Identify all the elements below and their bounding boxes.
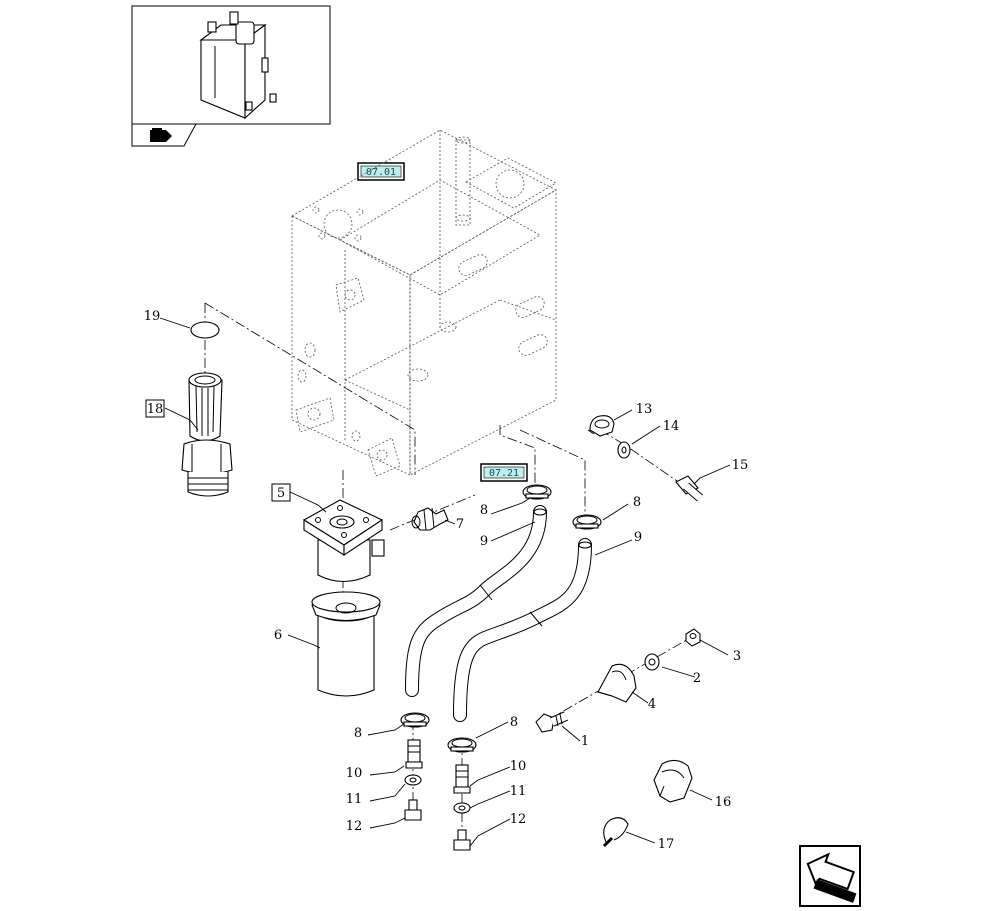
label-17[interactable]: 17 xyxy=(658,837,675,852)
previous-page-arrow-icon xyxy=(806,852,857,903)
part-11-washer-right[interactable] xyxy=(453,802,471,814)
part-8-clamp-lower-right[interactable] xyxy=(447,737,477,753)
label-8-lower-right[interactable]: 8 xyxy=(510,715,518,730)
part-14-washer[interactable] xyxy=(617,441,631,459)
assembly-center-lines xyxy=(204,302,696,835)
part-15-bolt[interactable] xyxy=(675,475,703,502)
label-11-right[interactable]: 11 xyxy=(510,784,527,799)
part-5-filter-head[interactable] xyxy=(302,499,385,583)
label-4[interactable]: 4 xyxy=(648,697,656,712)
part-12-plug-right[interactable] xyxy=(453,829,471,851)
ref-tag-top[interactable]: 07.01 xyxy=(357,162,405,181)
part-4-clamp-bracket[interactable] xyxy=(597,663,637,703)
label-box-5 xyxy=(271,483,291,502)
part-11-washer-left[interactable] xyxy=(404,774,422,786)
part-10-fitting-right[interactable] xyxy=(453,764,471,794)
label-12-left[interactable]: 12 xyxy=(346,819,363,834)
label-9-left[interactable]: 9 xyxy=(480,534,488,549)
book-arrow-icon xyxy=(150,128,172,142)
thumbnail-panel[interactable] xyxy=(131,5,331,125)
label-7[interactable]: 7 xyxy=(456,517,464,532)
part-8-clamp-upper-right[interactable] xyxy=(572,514,602,530)
leader-lines xyxy=(159,317,731,847)
part-8-clamp-lower-left[interactable] xyxy=(400,712,430,728)
label-13[interactable]: 13 xyxy=(636,402,653,417)
label-8-lower-left[interactable]: 8 xyxy=(354,726,362,741)
label-15[interactable]: 15 xyxy=(732,458,749,473)
part-1-bolt[interactable] xyxy=(535,711,568,733)
part-18-filter[interactable] xyxy=(181,372,233,497)
ref-tag-middle-text: 07.21 xyxy=(489,468,519,479)
part-9-hose-right[interactable] xyxy=(453,538,592,722)
label-box-18 xyxy=(145,399,165,418)
part-16-clamp[interactable] xyxy=(653,759,693,803)
part-7-hose-fitting[interactable] xyxy=(411,507,449,531)
label-16[interactable]: 16 xyxy=(715,795,732,810)
label-6[interactable]: 6 xyxy=(274,628,282,643)
part-8-clamp-upper-left[interactable] xyxy=(522,484,552,500)
label-10-right[interactable]: 10 xyxy=(510,759,527,774)
label-19[interactable]: 19 xyxy=(144,309,161,324)
part-6-filter-bowl[interactable] xyxy=(311,591,381,697)
previous-page-button[interactable] xyxy=(799,845,861,907)
label-1[interactable]: 1 xyxy=(581,734,589,749)
ref-tag-middle[interactable]: 07.21 xyxy=(480,463,528,482)
tank-assembly-thumbnail-icon xyxy=(199,11,277,120)
label-8-upper-right[interactable]: 8 xyxy=(633,495,641,510)
label-10-left[interactable]: 10 xyxy=(346,766,363,781)
part-10-fitting-left[interactable] xyxy=(405,739,423,769)
hydraulic-tank-outline xyxy=(291,129,557,477)
label-3[interactable]: 3 xyxy=(733,649,741,664)
ref-tag-top-text: 07.01 xyxy=(366,167,396,178)
label-18[interactable]: 18 xyxy=(147,402,164,417)
part-9-hose-left[interactable] xyxy=(405,505,547,697)
part-2-washer[interactable] xyxy=(644,653,660,671)
part-17-cable-tie[interactable] xyxy=(602,817,629,848)
part-12-plug-left[interactable] xyxy=(404,799,422,821)
label-12-right[interactable]: 12 xyxy=(510,812,527,827)
label-9-right[interactable]: 9 xyxy=(634,530,642,545)
thumbnail-tab[interactable] xyxy=(131,123,197,147)
part-3-nut[interactable] xyxy=(685,628,701,647)
part-13-clip[interactable] xyxy=(587,415,615,437)
label-8-upper-left[interactable]: 8 xyxy=(480,503,488,518)
label-11-left[interactable]: 11 xyxy=(346,792,363,807)
label-14[interactable]: 14 xyxy=(663,419,680,434)
label-2[interactable]: 2 xyxy=(693,671,701,686)
part-19-o-ring[interactable] xyxy=(190,321,220,339)
label-5[interactable]: 5 xyxy=(277,486,285,501)
